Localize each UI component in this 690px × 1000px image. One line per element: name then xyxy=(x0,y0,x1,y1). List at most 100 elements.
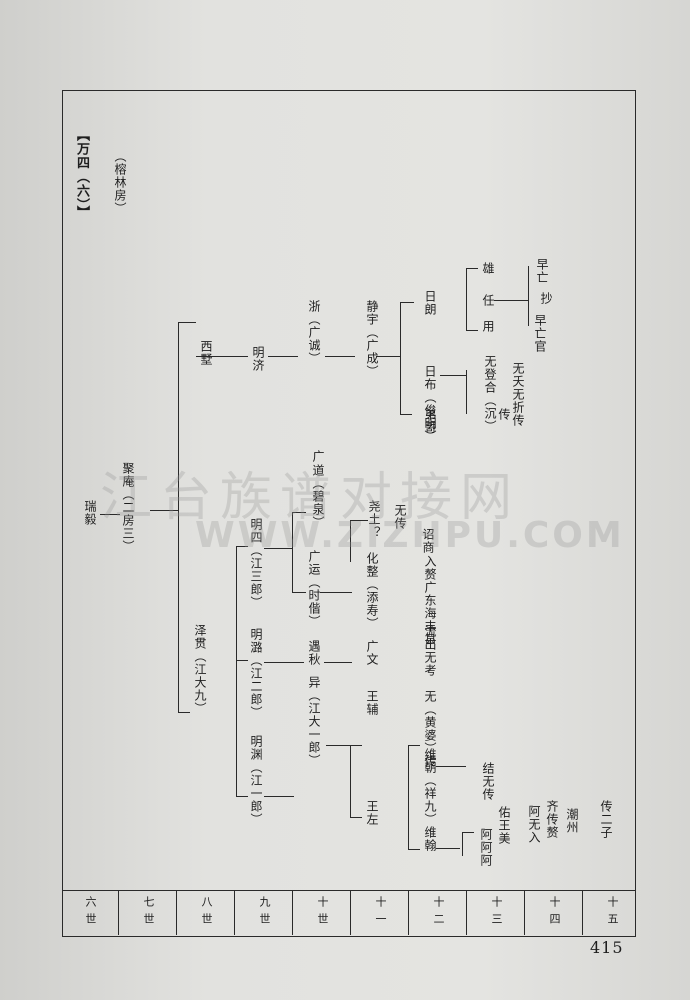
person-name: 传二子 xyxy=(599,800,613,839)
person-name: 早亡官 xyxy=(533,314,547,353)
person-name: 弟哥 xyxy=(423,408,437,434)
person-name: 结无传 xyxy=(481,762,495,801)
tree-line xyxy=(292,512,306,514)
person-name: 潮州 xyxy=(565,808,579,834)
person-name: 静宇（广成） xyxy=(365,300,379,378)
person-name: 维朝（祥九） xyxy=(423,748,437,826)
person-name: 任 xyxy=(481,294,495,307)
tree-line xyxy=(462,832,474,834)
gen-divider xyxy=(118,890,119,935)
person-name: 阿阿阿 xyxy=(479,828,493,867)
tree-line xyxy=(462,832,464,856)
person-name: 道（碧泉） xyxy=(311,464,325,529)
tree-line xyxy=(178,322,196,324)
gen-divider xyxy=(350,890,351,935)
tree-line xyxy=(408,745,410,849)
person-name: 维翰 xyxy=(423,826,437,852)
tree-line xyxy=(376,356,400,358)
person-name: 入赘广东海丰县 xyxy=(423,555,437,646)
watermark-url: WWW.ZIZHPU.COM xyxy=(195,515,625,556)
person-name: 明济 xyxy=(251,346,265,372)
person-name: 广文 xyxy=(365,640,379,666)
generation-label: 十世 xyxy=(316,896,329,930)
person-name: 日朗 xyxy=(423,290,437,316)
tree-line xyxy=(100,514,120,516)
gen-divider xyxy=(408,890,409,935)
person-name: 化整（添寿） xyxy=(365,552,379,630)
tree-line xyxy=(236,546,248,548)
tree-line xyxy=(236,546,238,796)
tree-line xyxy=(466,330,478,332)
generation-label: 九世 xyxy=(258,896,271,930)
tree-line xyxy=(264,548,292,550)
page-frame xyxy=(62,90,636,937)
tree-line xyxy=(466,268,468,330)
watermark-text: 江台族谱对接网 xyxy=(100,468,521,528)
person-name: 瑞毅 xyxy=(83,500,97,526)
person-name: 异（江大一郎） xyxy=(307,676,321,767)
branch-title: 【万四（六）】 xyxy=(74,128,89,220)
tree-line xyxy=(350,520,368,522)
person-name: 泽贯（江大九） xyxy=(193,624,207,715)
tree-line xyxy=(350,745,362,747)
person-name: 广运（时偕） xyxy=(307,550,321,628)
gen-divider xyxy=(582,890,583,935)
person-name: 雄 xyxy=(481,262,495,275)
tree-line xyxy=(350,520,352,562)
tree-line xyxy=(494,300,528,302)
tree-line xyxy=(178,712,190,714)
person-name: 流出无考 xyxy=(423,625,437,677)
person-name: 无（黄婆）传 xyxy=(423,690,437,768)
person-name: 聚庵（二房三） xyxy=(121,462,135,553)
tree-line xyxy=(408,745,420,747)
tree-line xyxy=(466,268,478,270)
page-number: 415 xyxy=(590,938,624,957)
person-name: 王左 xyxy=(365,800,379,826)
tree-line xyxy=(400,302,414,304)
person-name: 明潞（江二郎） xyxy=(249,628,263,719)
generation-label: 十一 xyxy=(374,896,387,930)
person-name: 西墅 xyxy=(199,340,213,366)
tree-line xyxy=(350,745,352,817)
generation-label: 十五 xyxy=(606,896,619,930)
person-name: 明四（江三郎） xyxy=(249,518,263,609)
tree-line xyxy=(436,766,466,768)
tree-line xyxy=(436,848,460,850)
person-name: 无夭无折传 xyxy=(511,362,525,427)
gen-divider xyxy=(292,890,293,935)
person-name: 抄 xyxy=(539,292,553,305)
person-name: 明渊（江一郎） xyxy=(249,735,263,826)
tree-line xyxy=(320,592,352,594)
generation-label: 十三 xyxy=(490,896,503,930)
person-name: 无登合（沉） xyxy=(483,355,497,433)
tree-line xyxy=(264,796,294,798)
person-name: 尧土？ xyxy=(367,500,381,539)
person-name: 浙（广诚） xyxy=(307,300,321,365)
person-name: 齐传赘 xyxy=(545,800,559,839)
tree-line xyxy=(466,370,468,414)
tree-line xyxy=(350,817,362,819)
tree-line xyxy=(264,662,304,664)
tree-line xyxy=(408,849,420,851)
tree-line xyxy=(178,322,180,712)
generation-label: 十二 xyxy=(432,896,445,930)
tree-line xyxy=(440,375,466,377)
branch-subtitle: （榕林房） xyxy=(113,150,127,215)
generation-strip xyxy=(62,890,636,936)
person-name: 用 xyxy=(481,320,495,333)
person-name: 阿无入 xyxy=(527,805,541,844)
person-name: 诏商 xyxy=(421,528,435,554)
tree-line xyxy=(196,356,248,358)
gen-divider xyxy=(466,890,467,935)
tree-line xyxy=(268,356,298,358)
tree-line xyxy=(400,302,402,414)
tree-line xyxy=(150,510,178,512)
tree-line xyxy=(236,796,248,798)
person-name: 传 xyxy=(497,408,511,421)
person-name: 佑王美 xyxy=(497,806,511,845)
person-name: 王辅 xyxy=(365,690,379,716)
tree-line xyxy=(400,414,412,416)
gen-divider xyxy=(176,890,177,935)
tree-line xyxy=(236,660,248,662)
